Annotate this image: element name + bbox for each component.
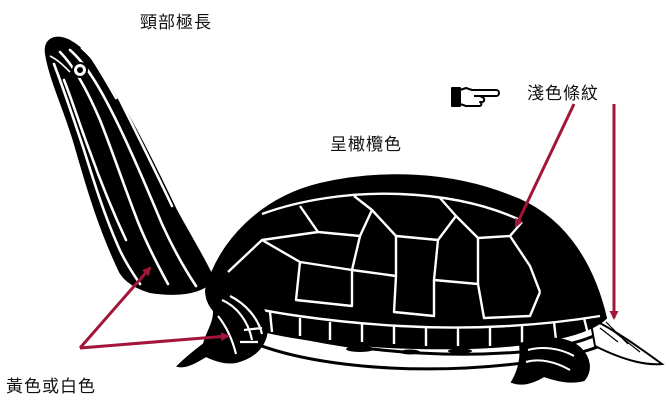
label-light-stripes: 淺色條紋 bbox=[527, 84, 599, 104]
neck-stripes bbox=[52, 46, 198, 288]
pointing-hand-icon bbox=[451, 87, 500, 107]
annotation-arrows bbox=[78, 103, 619, 350]
shell-scutes bbox=[219, 192, 601, 346]
neck bbox=[44, 36, 216, 295]
front-leg bbox=[176, 290, 268, 368]
arrow-stripe-to-shell bbox=[514, 103, 576, 228]
label-long-neck: 頸部極長 bbox=[140, 13, 212, 33]
arrow-color-to-leg bbox=[79, 332, 230, 350]
carapace bbox=[204, 174, 608, 350]
arrow-color-to-neck bbox=[78, 266, 152, 349]
label-olive-shell: 呈橄欖色 bbox=[330, 135, 402, 155]
label-yellow-or-white: 黃色或白色 bbox=[6, 377, 96, 397]
